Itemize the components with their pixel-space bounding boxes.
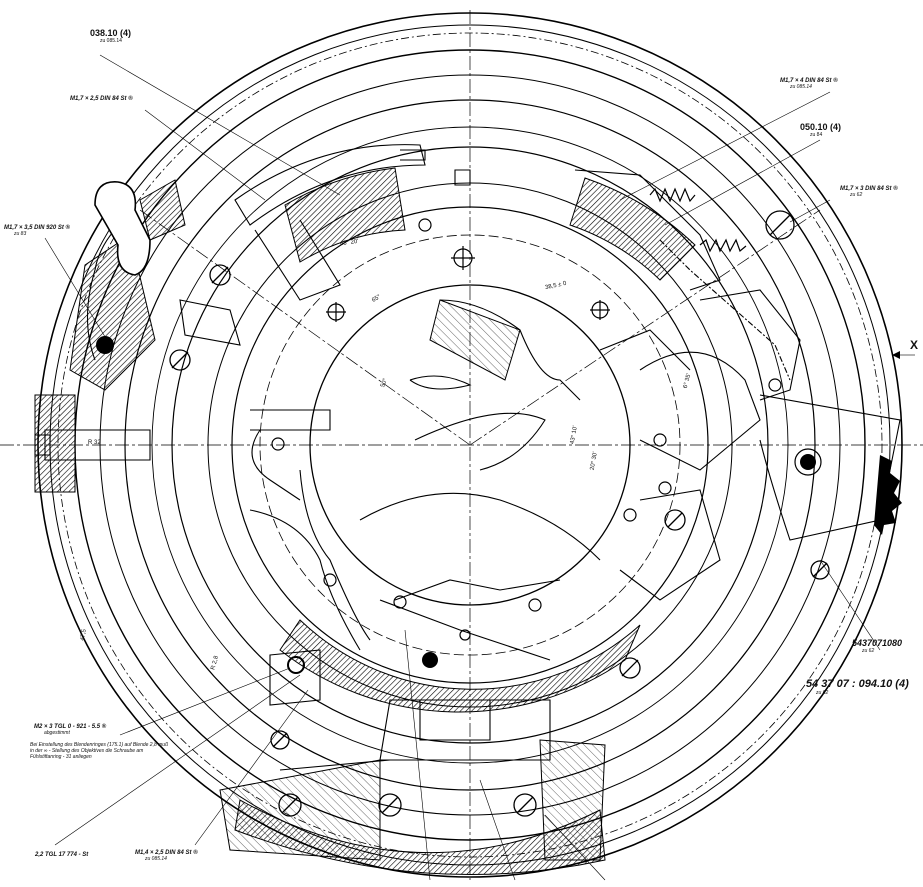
callout-part-right: 050.10 (4)zu 84 xyxy=(800,122,842,138)
callout-top-left-part: 038.10 (4)zu 085.14 xyxy=(90,28,132,44)
dimension-radius-32: R 32 xyxy=(88,440,101,446)
callout-screw-top-right: M1,7 × 4 DIN 84 St ®zu 085.14 xyxy=(780,78,838,90)
spring xyxy=(649,187,747,253)
callout-screw-bottom-center: M1,4 × 2,5 DIN 84 St ®zu 085.14 xyxy=(135,850,198,862)
callout-screw-bottom-left: M2 × 3 TGL 0 - 921 - 5.5 ®abgestimmt xyxy=(34,724,107,736)
screw-holes xyxy=(271,218,782,641)
leader-lines xyxy=(44,54,915,881)
lever-knob xyxy=(94,181,151,276)
axis-marker-x: X xyxy=(910,338,919,352)
callout-screw-left: M1,7 × 3,5 DIN 920 St ®zu 83 xyxy=(4,225,70,237)
callout-screw-right: M1,7 × 3 DIN 84 St ®zu 62 xyxy=(840,186,898,198)
callout-ball-bottom-left: 2,2 TGL 17 774 - St xyxy=(35,852,89,858)
gear-teeth xyxy=(874,455,902,535)
center-lines xyxy=(0,10,923,880)
callout-screw-upper-left: M1,7 × 2,5 DIN 84 St ® xyxy=(70,96,133,102)
axis-arrow xyxy=(892,351,900,359)
callout-part-bottom-right-2: 54 37 07 : 094.10 (4)zu 62 xyxy=(806,678,909,696)
hatched-sections xyxy=(34,167,696,876)
slotted-screws xyxy=(169,210,830,817)
adjustment-note: Bei Einstellung des Blendenringes (175.1… xyxy=(30,742,169,760)
mechanism-parts xyxy=(34,144,901,771)
